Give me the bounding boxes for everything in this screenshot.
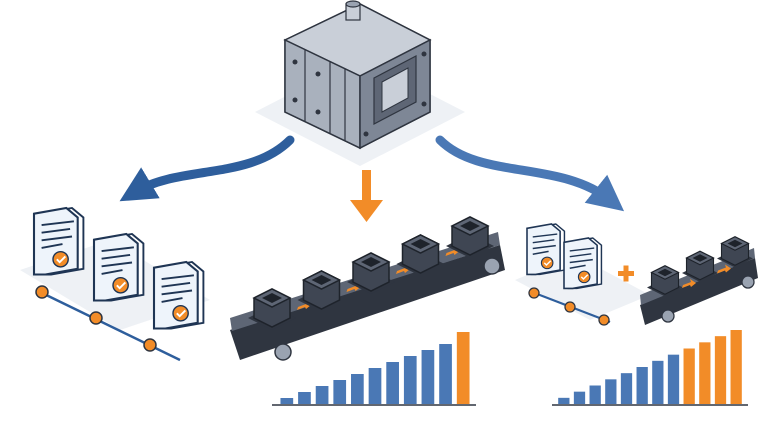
document-check-icon xyxy=(526,223,566,276)
bar xyxy=(605,379,617,404)
bar xyxy=(456,332,470,404)
bar xyxy=(351,374,364,404)
center-conveyor xyxy=(230,216,505,361)
molded-part xyxy=(647,265,683,297)
bar xyxy=(573,391,586,404)
bar xyxy=(667,354,680,404)
bar xyxy=(652,360,664,404)
bar xyxy=(714,336,727,404)
molded-part xyxy=(347,252,395,294)
bar xyxy=(333,380,347,404)
bar xyxy=(683,348,695,404)
bar xyxy=(280,398,294,404)
timeline-node xyxy=(598,314,610,326)
bar xyxy=(386,362,399,404)
molded-part xyxy=(297,270,346,312)
flow-arrow xyxy=(717,264,731,274)
center-arrow xyxy=(350,170,383,222)
injection-mold-icon xyxy=(255,0,465,166)
plus-icon xyxy=(618,265,634,282)
left-arrow xyxy=(119,135,295,202)
bar xyxy=(699,342,711,404)
molded-part xyxy=(682,250,718,282)
left-documents-group xyxy=(20,206,210,362)
bar xyxy=(298,392,311,404)
bar xyxy=(368,368,382,404)
molded-part xyxy=(446,216,494,258)
right-arrow xyxy=(435,135,625,212)
timeline-node xyxy=(89,311,103,325)
center-bar-chart xyxy=(272,332,476,406)
right-conveyor xyxy=(640,236,758,325)
bar xyxy=(589,385,601,404)
molded-part xyxy=(717,236,753,268)
bar xyxy=(620,373,633,404)
timeline-node xyxy=(143,338,157,352)
document-check-icon xyxy=(32,206,85,276)
bar xyxy=(403,356,417,404)
bar xyxy=(439,344,452,404)
molded-part xyxy=(248,288,296,330)
document-check-icon xyxy=(92,232,145,302)
bar xyxy=(558,397,570,404)
timeline-node xyxy=(528,287,540,299)
timeline-node xyxy=(564,301,576,313)
bar xyxy=(315,386,329,404)
right-bar-chart xyxy=(552,330,748,406)
right-documents-group xyxy=(515,223,650,326)
bar xyxy=(730,330,742,404)
timeline-line xyxy=(39,290,181,362)
bar xyxy=(636,367,648,404)
document-check-icon xyxy=(152,260,205,330)
molded-part xyxy=(396,234,445,276)
timeline-node xyxy=(35,285,49,299)
flow-arrow xyxy=(682,279,696,288)
document-check-icon xyxy=(563,237,603,290)
bar xyxy=(421,350,435,404)
